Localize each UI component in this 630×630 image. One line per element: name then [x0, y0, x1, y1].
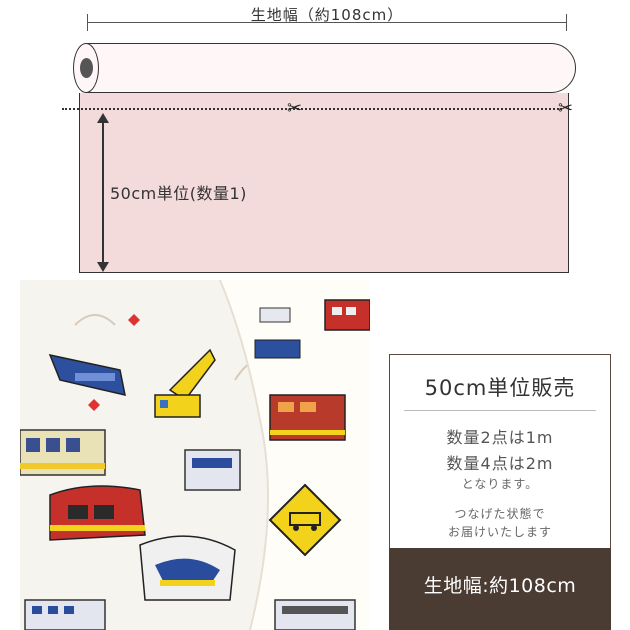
train-illustration [139, 535, 236, 601]
cut-fabric-piece [79, 93, 569, 273]
scissors-icon: ✂ [558, 98, 574, 119]
train-illustration [184, 449, 241, 491]
railroad-crossing-sign-illustration [268, 483, 342, 557]
roll-core [80, 58, 93, 78]
fabric-width-footer [389, 548, 611, 630]
train-illustration [49, 485, 146, 541]
train-illustration [20, 429, 106, 476]
delivery-note-1: つなげた状態で [454, 507, 546, 521]
train-illustration [254, 339, 301, 359]
delivery-note-2: お届けいたします [447, 525, 552, 539]
diamond-mark [128, 314, 140, 326]
scissors-icon: ✂ [287, 98, 303, 119]
quantity-note-2: 数量4点は2m [446, 454, 554, 473]
cut-line [62, 108, 562, 110]
train-illustration [48, 353, 126, 396]
train-pattern-illustration [20, 280, 370, 630]
divider [404, 410, 596, 411]
fabric-width-label: 生地幅（約108cm） [250, 6, 404, 24]
unit-length-label: 50cm単位(数量1) [110, 184, 247, 203]
fabric-roll [86, 43, 576, 93]
length-arrow [97, 113, 109, 272]
quantity-note-1: 数量2点は1m [446, 428, 554, 447]
width-dimension-line [87, 14, 567, 31]
diamond-mark [88, 399, 100, 411]
train-illustration [259, 299, 370, 331]
fabric-width-text: 生地幅:約108cm [423, 575, 577, 597]
fabric-pattern-photo [20, 280, 370, 630]
train-illustration [274, 599, 356, 630]
quantity-note-3: となります。 [461, 477, 539, 491]
sales-unit-title: 50cm単位販売 [424, 376, 576, 400]
crane-illustration [154, 348, 216, 418]
train-illustration [24, 599, 106, 630]
train-illustration [269, 394, 346, 441]
